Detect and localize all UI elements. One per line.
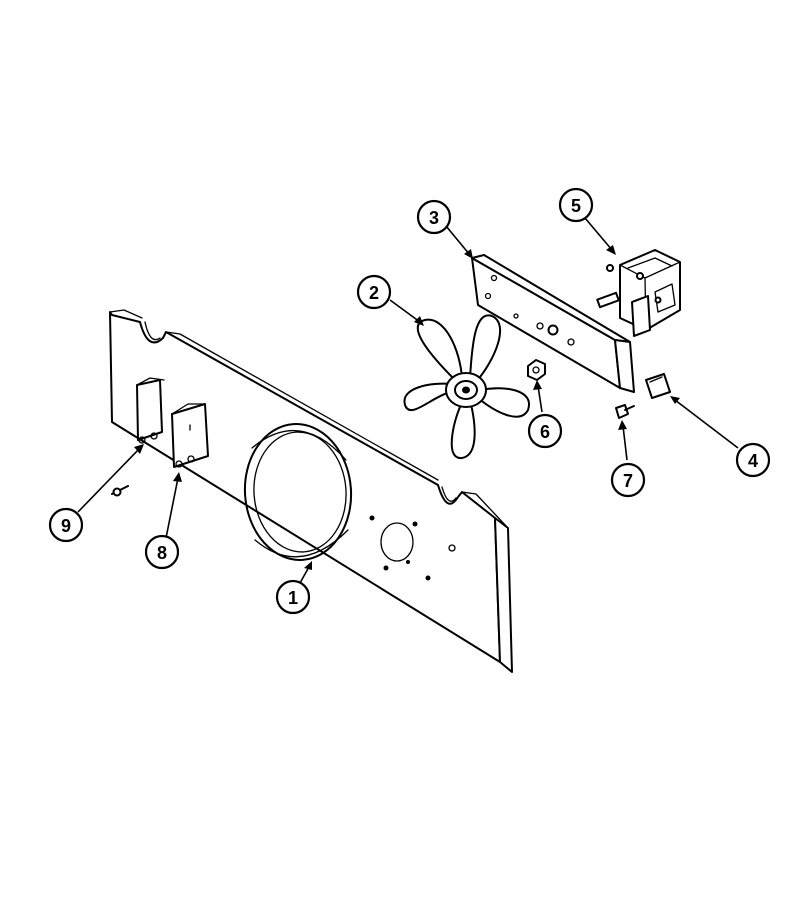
callout-1-label: 1 — [288, 588, 298, 608]
callout-6: 6 — [527, 413, 563, 449]
callout-6-label: 6 — [540, 422, 550, 442]
callout-4-label: 4 — [748, 451, 758, 471]
callout-2: 2 — [356, 274, 392, 310]
part-7-screw — [615, 404, 635, 419]
callout-5-label: 5 — [571, 196, 581, 216]
leader-lines — [77, 217, 739, 591]
callout-5: 5 — [558, 187, 594, 223]
callout-9: 9 — [48, 507, 84, 543]
callout-1: 1 — [275, 579, 311, 615]
part-2-fan-blade — [403, 314, 531, 459]
callout-7-label: 7 — [623, 471, 633, 491]
callout-7: 7 — [610, 462, 646, 498]
callout-8: 8 — [144, 534, 180, 570]
part-5-motor — [596, 249, 681, 337]
callout-8-label: 8 — [157, 543, 167, 563]
callout-2-label: 2 — [369, 283, 379, 303]
callout-3-label: 3 — [429, 208, 439, 228]
callout-9-label: 9 — [61, 516, 71, 536]
callout-3: 3 — [416, 199, 452, 235]
part-3-bracket — [471, 254, 635, 393]
callout-4: 4 — [735, 442, 771, 478]
part-6-nut — [527, 359, 546, 381]
part-1-panel — [109, 309, 513, 673]
part-4-clip — [645, 373, 671, 399]
